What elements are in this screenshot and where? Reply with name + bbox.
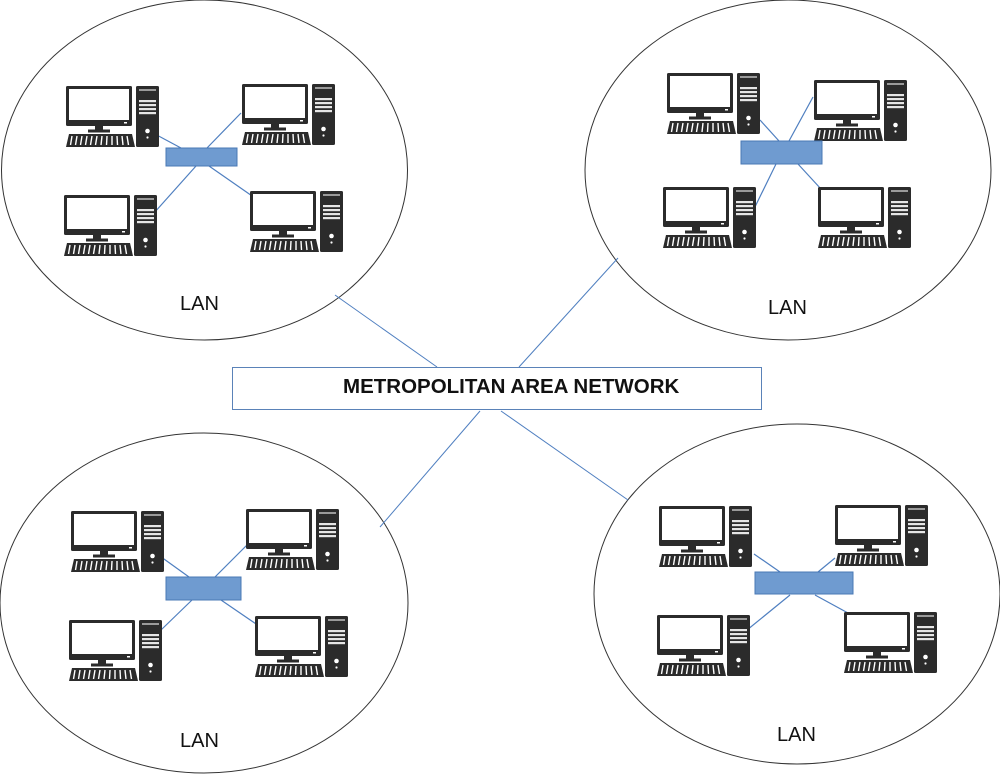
- lan-bottom-right: [656, 504, 938, 677]
- lan-label-top-right: LAN: [768, 297, 807, 319]
- lan-link: [759, 119, 780, 142]
- lan-link: [214, 542, 250, 578]
- man-box: [232, 367, 762, 410]
- lan-link: [220, 599, 260, 627]
- lan-link: [817, 557, 836, 573]
- man-link-top-left: [334, 294, 438, 368]
- lan-link: [206, 112, 242, 149]
- desktop-computer-icon: [817, 186, 912, 249]
- desktop-computer-icon: [65, 85, 160, 148]
- desktop-computer-icon: [662, 186, 757, 249]
- lan-link: [746, 594, 791, 631]
- desktop-computer-icon: [241, 83, 336, 146]
- desktop-computer-icon: [249, 190, 344, 253]
- man-link-bottom-left: [379, 410, 481, 528]
- desktop-computer-icon: [656, 614, 751, 677]
- switch-icon: [165, 576, 242, 601]
- desktop-computer-icon: [70, 510, 165, 573]
- lan-link: [788, 96, 814, 142]
- desktop-computer-icon: [813, 79, 908, 142]
- desktop-computer-icon: [63, 194, 158, 257]
- switch-icon: [754, 571, 854, 595]
- lan-link: [153, 165, 197, 214]
- desktop-computer-icon: [834, 504, 929, 567]
- switch-icon: [165, 147, 238, 167]
- desktop-computer-icon: [666, 72, 761, 135]
- lan-link: [814, 594, 849, 614]
- desktop-computer-icon: [245, 508, 340, 571]
- desktop-computer-icon: [843, 611, 938, 674]
- desktop-computer-icon: [68, 619, 163, 682]
- lan-label-bottom-right: LAN: [777, 724, 816, 746]
- lan-link: [797, 163, 822, 190]
- desktop-computer-icon: [658, 505, 753, 568]
- man-title: METROPOLITAN AREA NETWORK: [343, 375, 680, 398]
- man-link-top-right: [518, 257, 619, 368]
- lan-boundary-bottom-left: [0, 432, 409, 774]
- lan-link: [753, 553, 781, 573]
- lan-link: [208, 165, 256, 199]
- lan-bottom-left: [68, 508, 349, 682]
- switch-icon: [740, 140, 823, 165]
- lan-label-bottom-left: LAN: [180, 730, 219, 752]
- lan-boundary-bottom-right: [593, 423, 1000, 765]
- lan-link: [160, 599, 193, 631]
- lan-top-right: [662, 72, 912, 249]
- lan-boundary-top-right: [584, 0, 992, 341]
- lan-label-top-left: LAN: [180, 293, 219, 315]
- desktop-computer-icon: [254, 615, 349, 678]
- lan-boundary-top-left: [1, 0, 408, 341]
- man-link-bottom-right: [500, 410, 629, 501]
- lan-top-left: [63, 83, 344, 257]
